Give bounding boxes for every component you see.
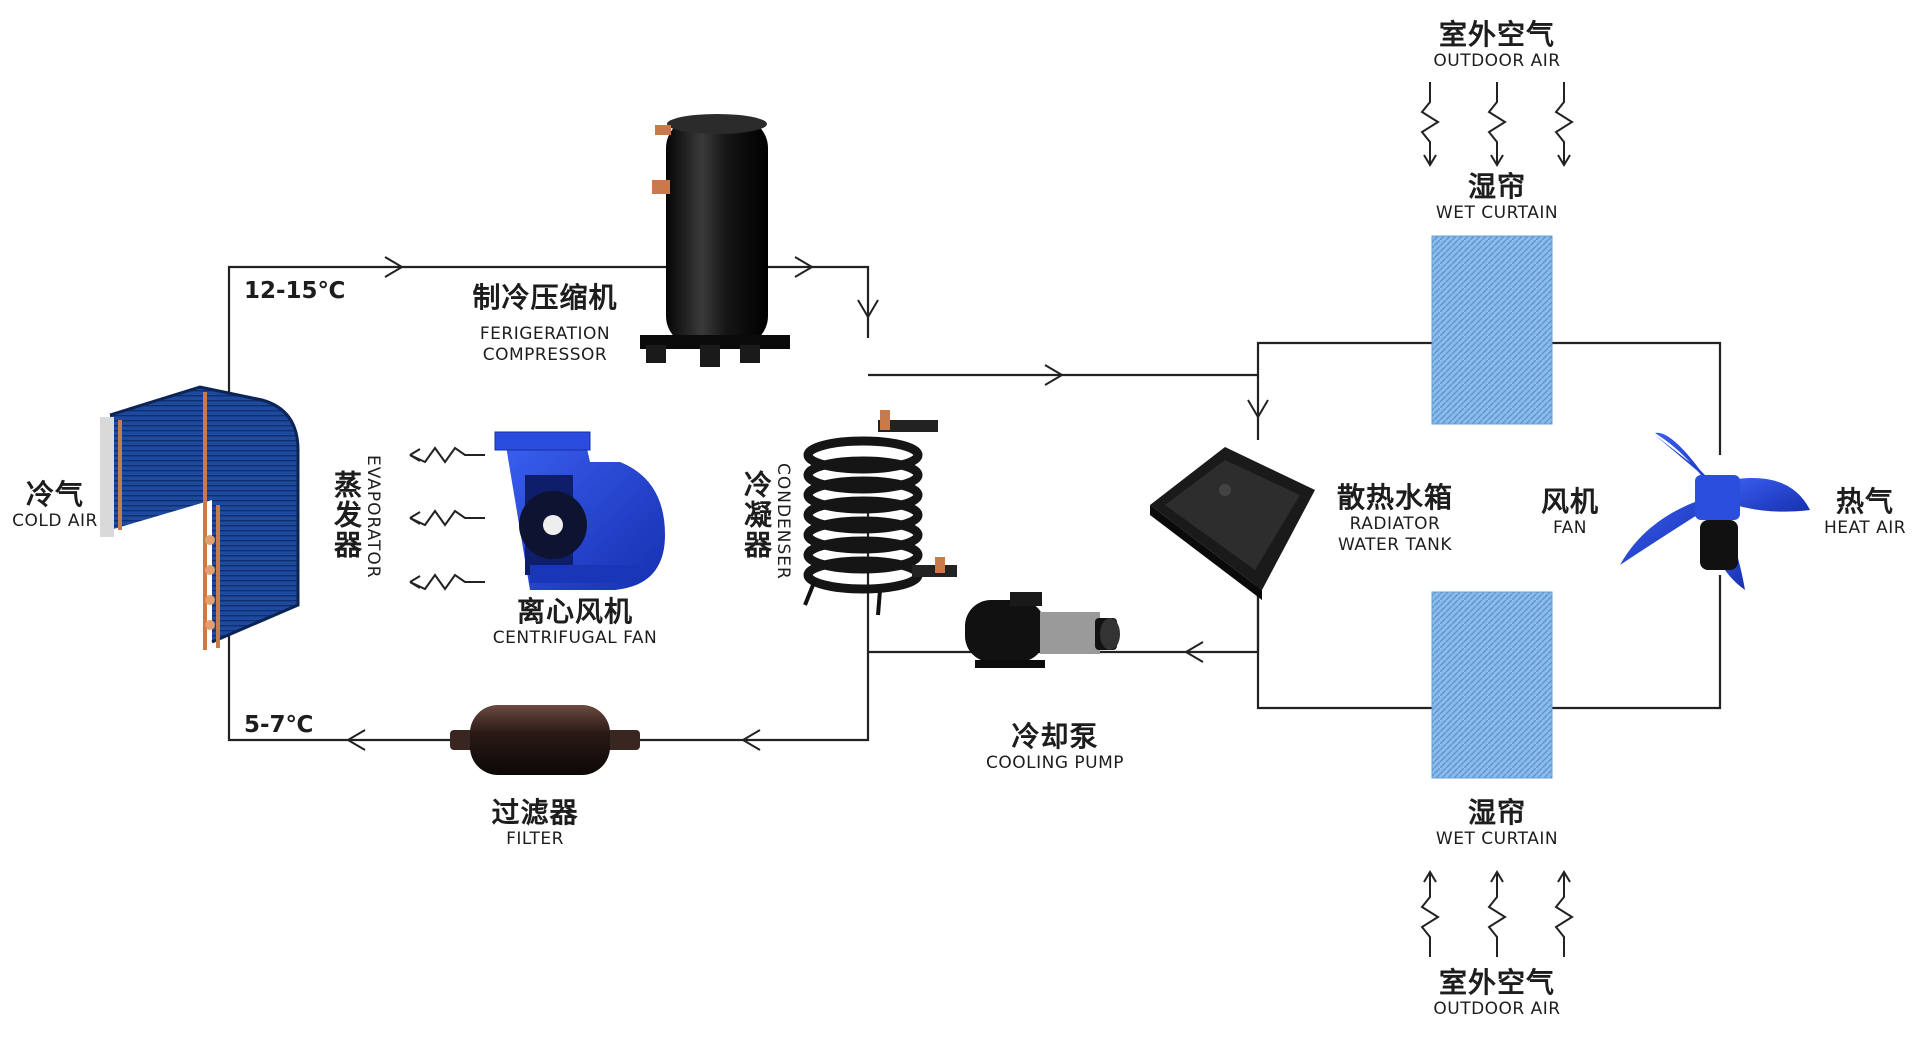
filter-en: FILTER <box>506 828 564 849</box>
axial-fan-unit <box>1620 432 1810 590</box>
compressor-label: 制冷压缩机 FERIGERATION COMPRESSOR <box>470 281 620 366</box>
radiator-tank-label: 散热水箱 RADIATOR WATER TANK <box>1325 481 1465 556</box>
cooling-pump-zh: 冷却泵 <box>1011 720 1099 753</box>
temp-return-label: 12-15℃ <box>244 278 346 304</box>
wet-curtain-bottom-zh: 湿帘 <box>1467 796 1526 829</box>
compressor-unit <box>640 114 790 367</box>
cooling-pump-unit <box>965 592 1120 668</box>
heat-air-zh: 热气 <box>1835 485 1894 518</box>
cooling-pump-label: 冷却泵 COOLING PUMP <box>975 720 1135 774</box>
flow-arrow-icon <box>346 256 1269 751</box>
filter-unit <box>450 705 640 775</box>
outdoor-air-top-label: 室外空气 OUTDOOR AIR <box>1412 18 1582 72</box>
centrifugal-fan-label: 离心风机 CENTRIFUGAL FAN <box>480 595 670 649</box>
centrifugal-fan-en: CENTRIFUGAL FAN <box>492 627 658 648</box>
fan-zh: 风机 <box>1540 485 1599 518</box>
wet-curtain-bottom-panel <box>1431 591 1553 779</box>
filter-zh: 过滤器 <box>491 796 579 829</box>
cold-air-label: 冷气 COLD AIR <box>10 478 100 532</box>
fan-label: 风机 FAN <box>1535 485 1605 539</box>
wet-curtain-top-panel <box>1431 235 1553 425</box>
outdoor-air-top-zh: 室外空气 <box>1438 18 1555 51</box>
cold-air-zh: 冷气 <box>25 478 84 511</box>
cold-air-en: COLD AIR <box>12 510 98 531</box>
condenser-coil <box>803 410 957 616</box>
radiator-tank-zh: 散热水箱 <box>1336 481 1453 514</box>
heat-air-label: 热气 HEAT AIR <box>1815 485 1915 539</box>
condenser-en: CONDENSER <box>773 463 793 580</box>
wet-curtain-bottom-label: 湿帘 WET CURTAIN <box>1412 796 1582 850</box>
fan-en: FAN <box>1552 517 1588 538</box>
temp-supply-label: 5-7℃ <box>244 712 314 738</box>
compressor-en1: FERIGERATION <box>479 323 611 344</box>
wet-curtain-top-en: WET CURTAIN <box>1435 202 1559 223</box>
wet-curtain-top-zh: 湿帘 <box>1467 170 1526 203</box>
radiator-tank-en2: WATER TANK <box>1337 535 1453 556</box>
outdoor-air-bottom-label: 室外空气 OUTDOOR AIR <box>1412 966 1582 1020</box>
radiator-tank-unit <box>1150 447 1315 600</box>
compressor-en2: COMPRESSOR <box>482 345 608 366</box>
outdoor-air-bottom-zh: 室外空气 <box>1438 966 1555 999</box>
wavy-air-arrow-icon <box>409 82 1574 957</box>
centrifugal-fan-unit <box>494 431 665 590</box>
wet-curtain-top-label: 湿帘 WET CURTAIN <box>1412 170 1582 224</box>
evaporator-zh: 蒸发器 <box>330 470 363 560</box>
evaporator-coil <box>100 385 300 650</box>
centrifugal-fan-zh: 离心风机 <box>516 595 633 628</box>
outdoor-air-bottom-en: OUTDOOR AIR <box>1433 998 1561 1019</box>
condenser-zh: 冷凝器 <box>740 470 773 560</box>
cooling-pump-en: COOLING PUMP <box>985 752 1125 773</box>
compressor-zh: 制冷压缩机 <box>472 281 618 314</box>
heat-air-en: HEAT AIR <box>1823 517 1907 538</box>
radiator-tank-en1: RADIATOR <box>1349 513 1441 534</box>
wet-curtain-bottom-en: WET CURTAIN <box>1435 828 1559 849</box>
evaporator-en: EVAPORATOR <box>363 455 383 579</box>
filter-label: 过滤器 FILTER <box>480 796 590 850</box>
outdoor-air-top-en: OUTDOOR AIR <box>1433 50 1561 71</box>
